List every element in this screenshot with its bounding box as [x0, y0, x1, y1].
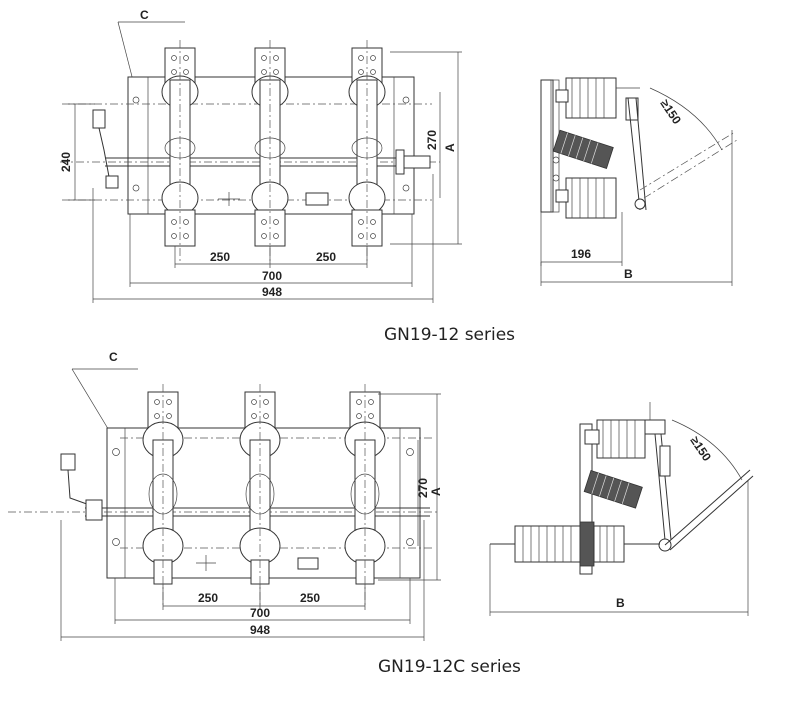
dim-a: A: [429, 487, 443, 496]
dim-948: 948: [262, 285, 282, 299]
caption-gn19-12c: GN19-12C series: [378, 657, 521, 677]
through-insulator: [514, 525, 581, 563]
pole-1: [161, 40, 199, 262]
bottom-front-view: C: [8, 350, 443, 641]
dim-250-right: 250: [300, 591, 320, 605]
pole-1: [142, 384, 184, 606]
bottom-side-view: ≥150 B: [489, 402, 754, 616]
side-base-plate: [540, 79, 554, 213]
pole-3: [344, 384, 386, 606]
dim-b: B: [624, 267, 633, 281]
operating-handle: [60, 453, 76, 471]
dim-700: 700: [250, 606, 270, 620]
dim-700: 700: [262, 269, 282, 283]
top-side-view: ≥150 196 B: [540, 77, 738, 286]
label-c: C: [140, 8, 149, 22]
upper-insulator: [565, 77, 617, 119]
upper-insulator: [596, 419, 646, 459]
dim-angle-150: ≥150: [688, 434, 715, 464]
dim-angle-150: ≥150: [658, 97, 685, 127]
label-c: C: [109, 350, 118, 364]
dim-948: 948: [250, 623, 270, 637]
nameplate: [305, 192, 329, 206]
nameplate: [297, 557, 319, 570]
top-front-view: C: [59, 8, 462, 303]
pole-2: [239, 384, 281, 606]
dim-b: B: [616, 596, 625, 610]
dim-250-left: 250: [198, 591, 218, 605]
dim-250-left: 250: [210, 250, 230, 264]
pole-3: [348, 40, 386, 262]
pole-2: [251, 40, 289, 262]
dim-250-right: 250: [316, 250, 336, 264]
lower-insulator: [565, 177, 617, 219]
dim-270: 270: [425, 130, 439, 150]
dim-270: 270: [416, 478, 430, 498]
dim-196: 196: [571, 247, 591, 261]
operating-handle: [92, 109, 106, 129]
dim-240: 240: [59, 152, 73, 172]
caption-gn19-12: GN19-12 series: [384, 325, 516, 345]
dim-a: A: [443, 143, 457, 152]
